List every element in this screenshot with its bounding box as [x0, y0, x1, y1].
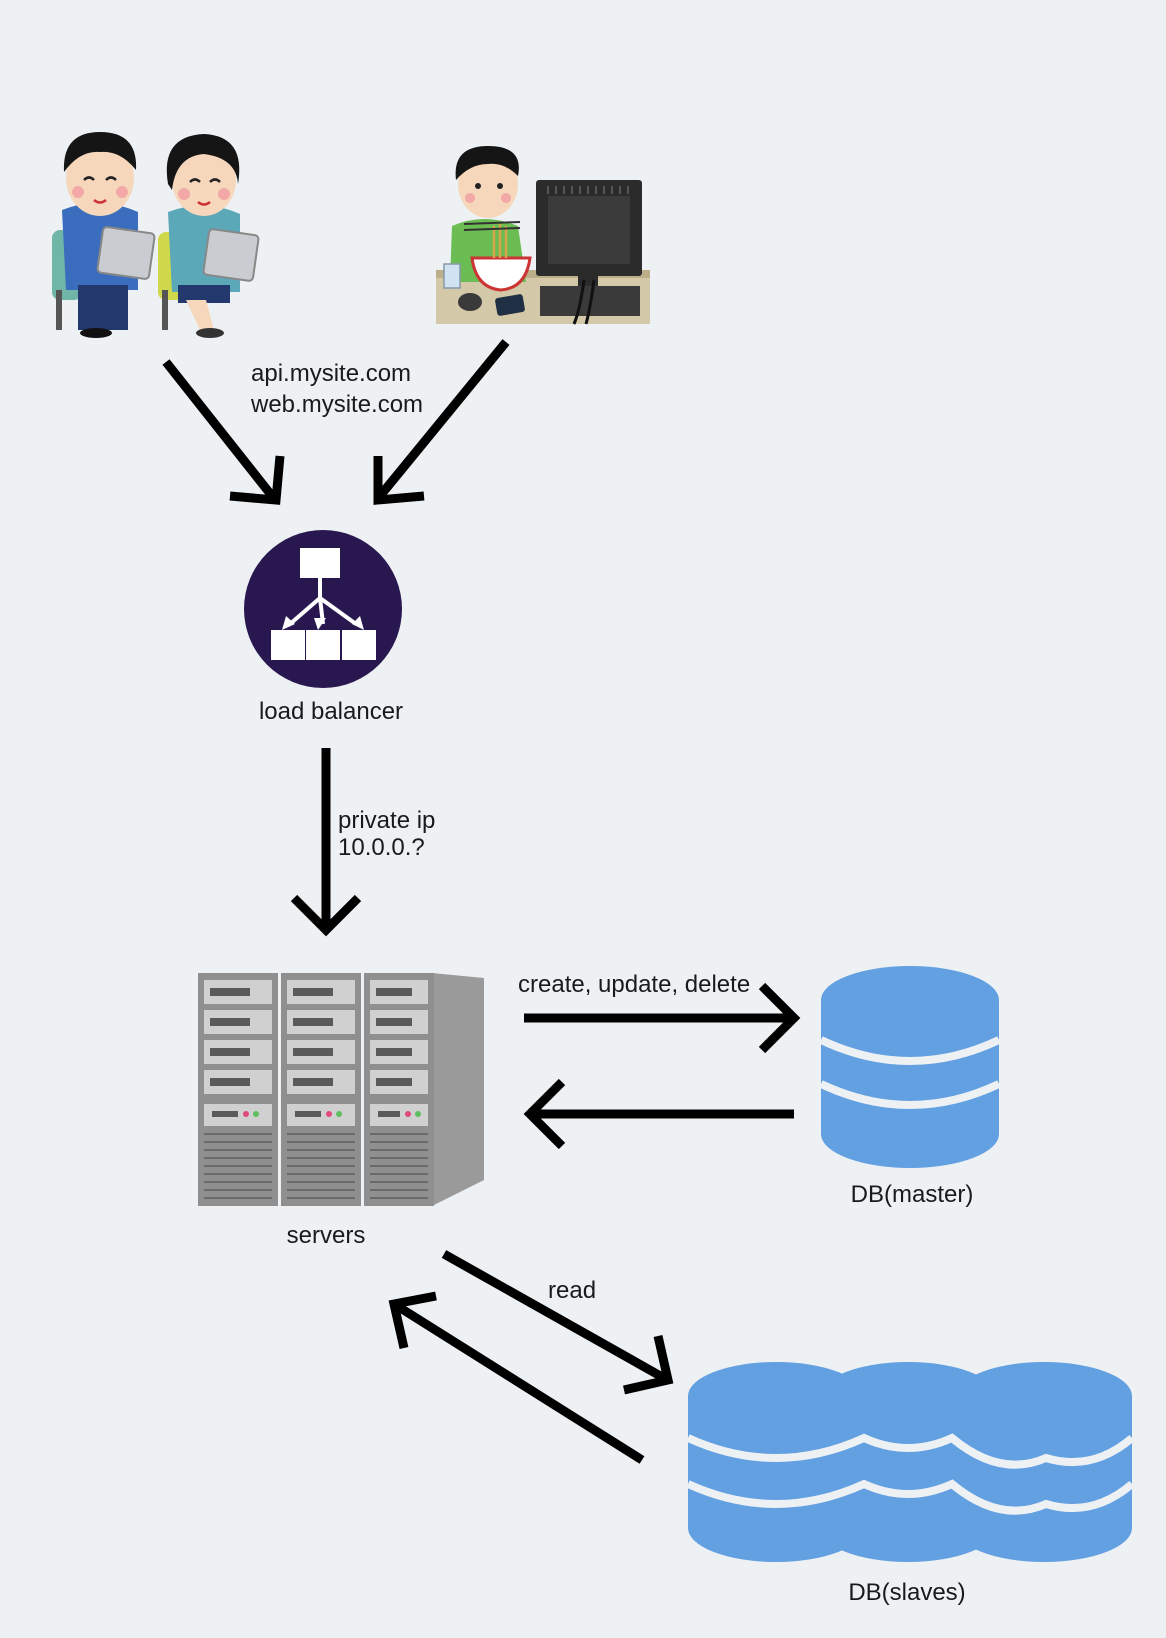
tablet-users-icon — [52, 132, 260, 338]
domain-label-api: api.mysite.com — [251, 360, 412, 387]
load-balancer-icon — [244, 530, 402, 688]
arrow-users-to-lb-left — [162, 359, 285, 505]
domain-label-web: web.mysite.com — [251, 391, 424, 418]
servers-label: servers — [286, 1222, 366, 1249]
arrow-slaves-to-servers — [388, 1291, 645, 1464]
arrow-servers-to-master — [524, 982, 801, 1054]
database-cluster-icon — [686, 1362, 1135, 1562]
db-master-label: DB(master) — [850, 1181, 974, 1208]
arrow-servers-to-slaves — [441, 1250, 674, 1395]
private-ip-range-label: 10.0.0.? — [338, 834, 425, 861]
server-rack-icon — [198, 973, 484, 1206]
desktop-user-icon — [436, 146, 650, 325]
arrow-lb-to-servers — [290, 748, 362, 937]
arrow-master-to-servers — [523, 1078, 794, 1150]
database-icon — [819, 966, 1001, 1168]
private-ip-label: private ip — [338, 807, 436, 834]
arrow-users-to-lb-right — [373, 339, 510, 505]
db-slaves-label: DB(slaves) — [848, 1579, 966, 1606]
write-label: create, update, delete — [518, 971, 751, 998]
read-label: read — [548, 1277, 597, 1304]
load-balancer-label: load balancer — [258, 698, 404, 725]
